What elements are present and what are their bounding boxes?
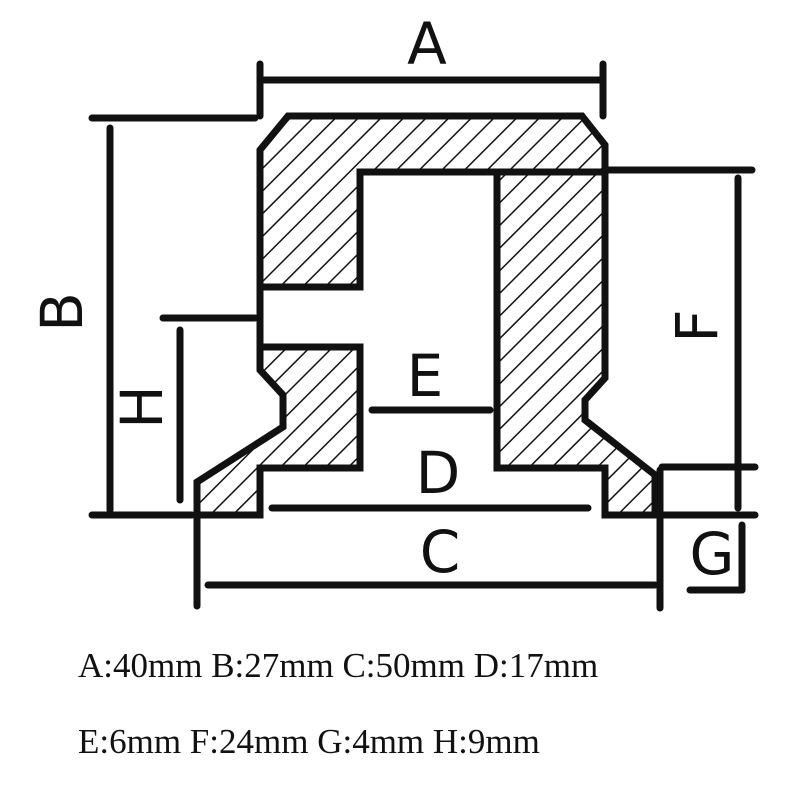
- dimension-h-lines: [159, 314, 259, 504]
- label-d: D: [416, 439, 461, 507]
- dimension-b-lines: [88, 114, 259, 519]
- dimension-spec-line-2: E:6mm F:24mm G:4mm H:9mm: [78, 722, 540, 761]
- label-e: E: [407, 342, 444, 410]
- dimension-a-lines: [256, 60, 607, 120]
- part-section-left: [193, 112, 609, 519]
- label-c: C: [420, 518, 461, 586]
- label-b: B: [28, 292, 96, 332]
- suction-cup-cross-section-drawing: A B H E D C F G: [28, 10, 759, 612]
- label-h: H: [108, 385, 176, 429]
- dimension-g-lines: [654, 463, 759, 594]
- dimension-f-lines: [601, 166, 756, 512]
- dimension-spec-line-1: A:40mm B:27mm C:50mm D:17mm: [78, 646, 599, 685]
- label-a: A: [407, 10, 447, 78]
- dimension-c-lines: [193, 466, 664, 612]
- label-f: F: [663, 309, 731, 342]
- part-section-right: [493, 168, 659, 519]
- label-g: G: [690, 520, 735, 588]
